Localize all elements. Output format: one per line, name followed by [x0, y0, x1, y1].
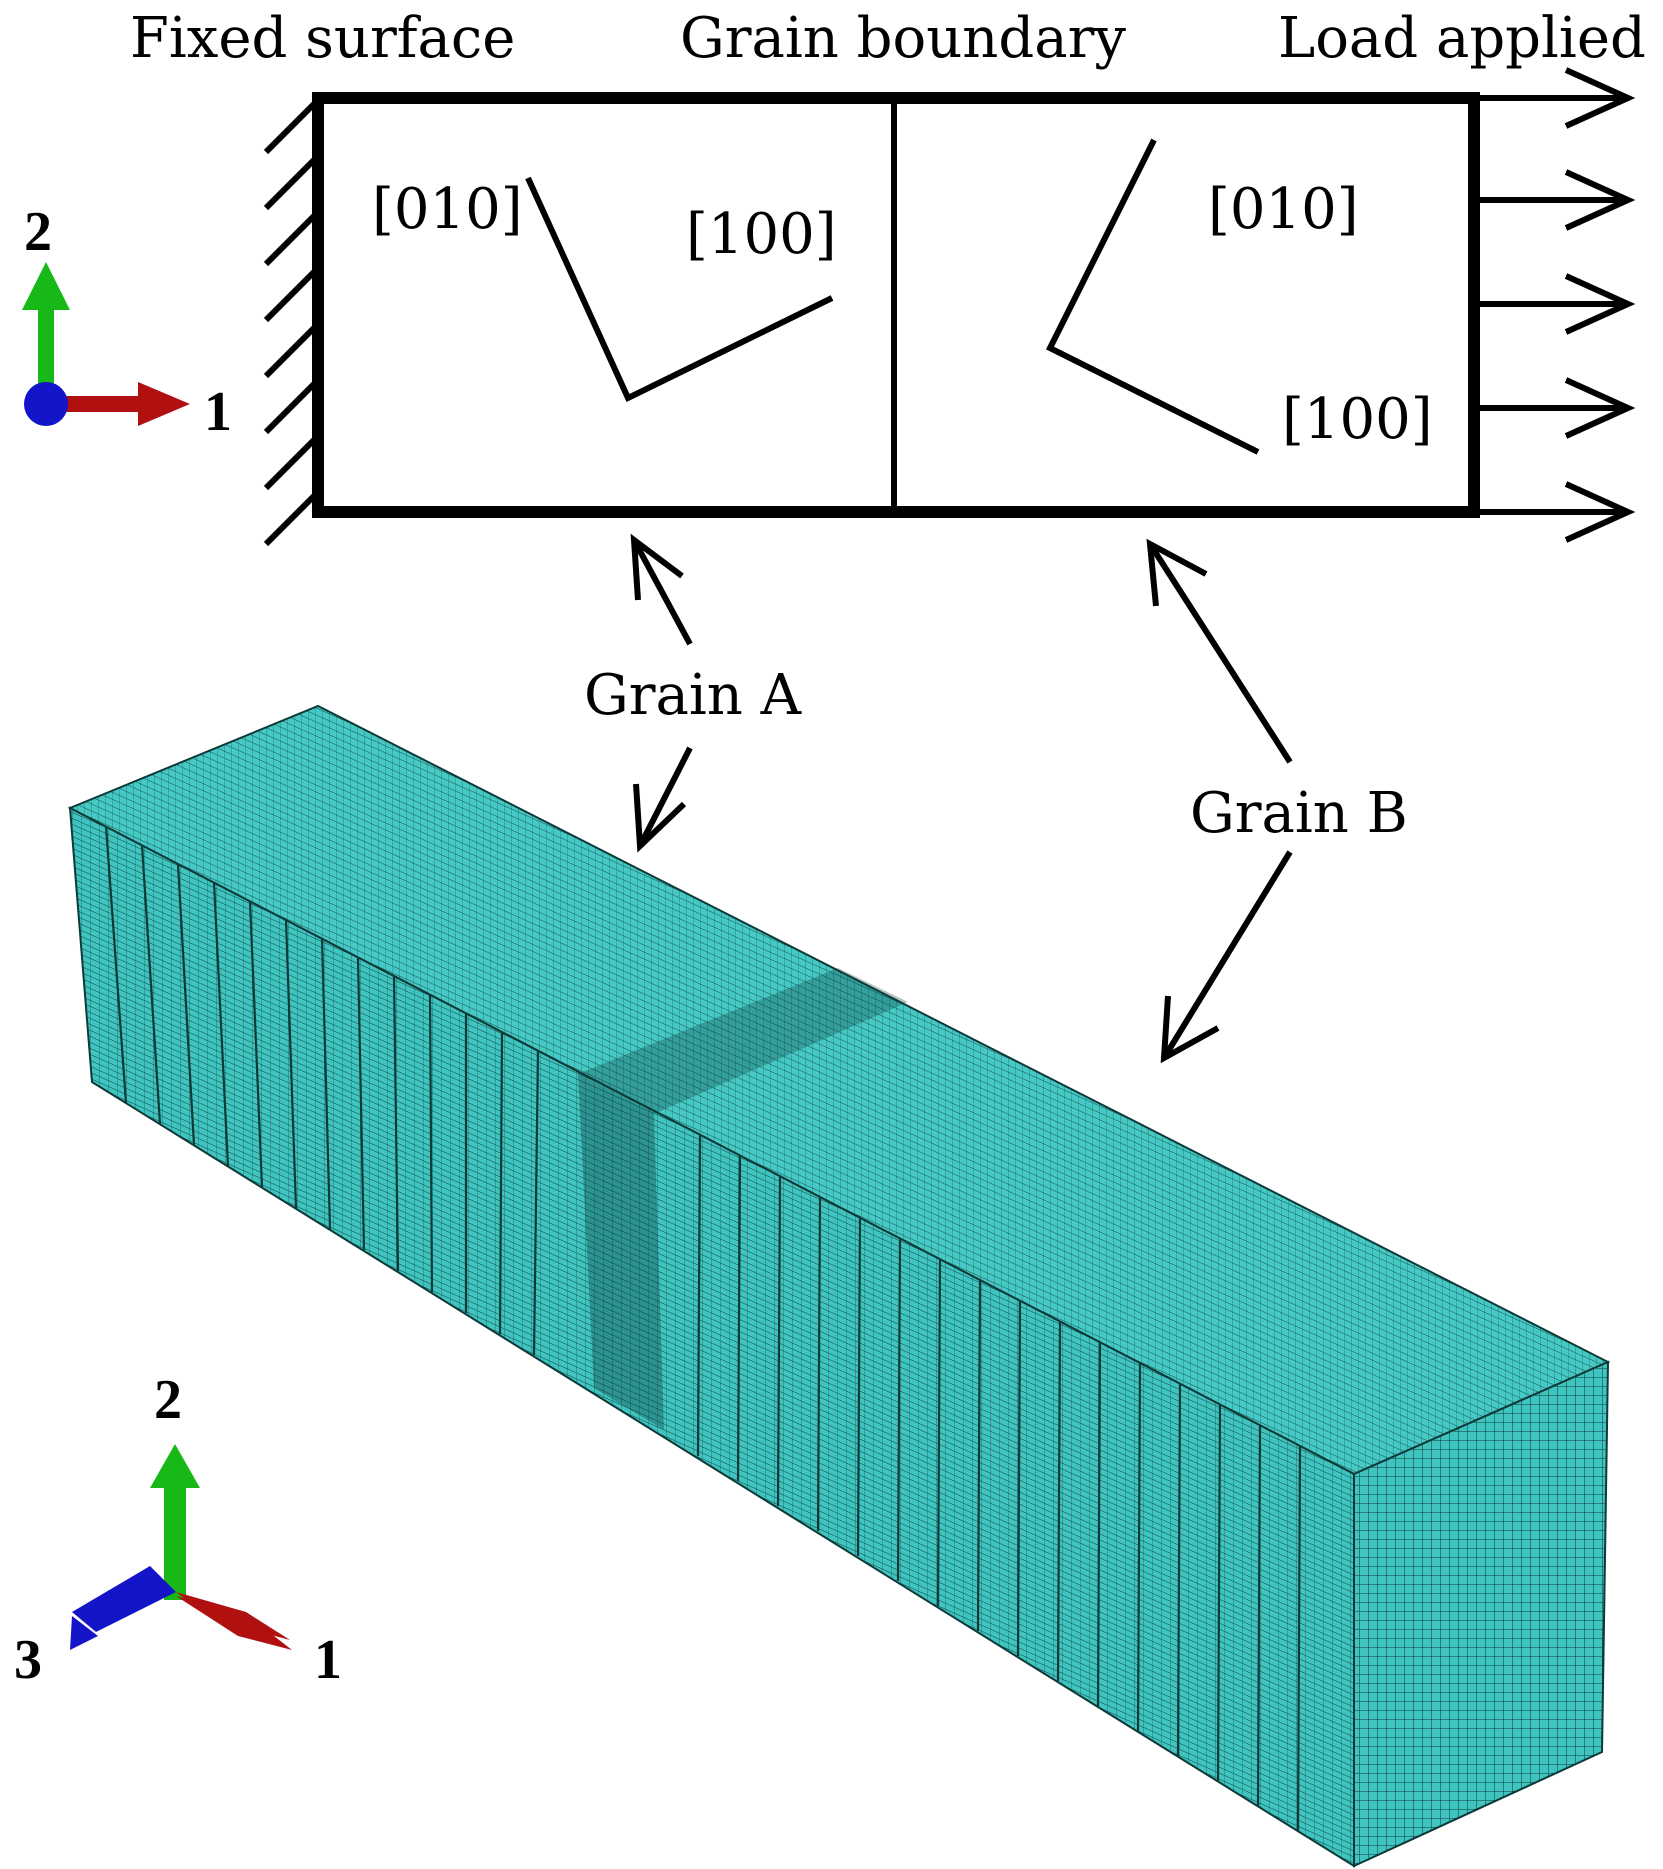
- triad-2d-axis-1-label: 1: [204, 381, 232, 443]
- grain-b-label: Grain B: [1190, 781, 1408, 846]
- fixed-support-hatching: [263, 97, 321, 547]
- load-arrows: [1474, 481, 1636, 543]
- grain-a-pointer-mesh: [637, 746, 693, 848]
- grain-a-label: Grain A: [584, 663, 802, 728]
- triad-3d-axis-3-label: 3: [14, 1629, 42, 1691]
- grain-b-100-label: [100]: [1282, 387, 1433, 452]
- mesh-grain-boundary-refinement: [578, 968, 908, 1114]
- triad-2d-axis-2-label: 2: [24, 201, 52, 263]
- mesh-slice-lines: [104, 825, 1302, 1832]
- fe-mesh-model: [67, 704, 1611, 1868]
- grain-a-100-label: [100]: [686, 202, 837, 267]
- grain-a-orientation: [525, 176, 834, 403]
- grain-boundary-label: Grain boundary: [680, 6, 1126, 71]
- triad-3d-axis-1-label: 1: [314, 1629, 342, 1691]
- fixed-surface-label: Fixed surface: [130, 6, 515, 71]
- axis-triad-3d: 2 3 1: [14, 1369, 342, 1691]
- axis-triad-2d: 2 1: [22, 201, 232, 443]
- mesh-grain-boundary-refinement: [578, 1074, 664, 1430]
- mesh-end-face: [1353, 1360, 1610, 1868]
- triad-3d-axis-2-label: 2: [154, 1369, 182, 1431]
- grain-b-pointer-schematic: [1147, 542, 1293, 764]
- grain-a-pointer-schematic: [631, 538, 693, 646]
- load-arrows: [1474, 377, 1636, 439]
- load-arrows: [1474, 67, 1636, 129]
- grain-callouts: Grain A Grain B: [584, 533, 1408, 1064]
- load-arrows: [1474, 273, 1636, 335]
- load-applied-label: Load applied: [1278, 6, 1646, 71]
- grain-b-pointer-mesh: [1161, 850, 1293, 1060]
- schematic: Fixed surface Grain boundary Load applie…: [130, 6, 1646, 547]
- grain-a-010-label: [010]: [372, 177, 523, 242]
- load-arrows: [1474, 169, 1636, 231]
- grain-b-010-label: [010]: [1208, 177, 1359, 242]
- grain-b-orientation: [1045, 138, 1260, 455]
